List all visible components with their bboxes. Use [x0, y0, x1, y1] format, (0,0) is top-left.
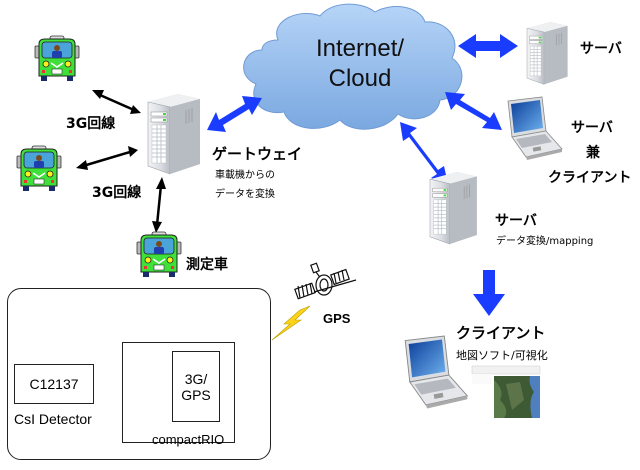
map-screenshot-icon: [471, 365, 541, 418]
link-label-bus2: 3G回線: [92, 185, 142, 201]
link-label-bus1: 3G回線: [66, 116, 116, 132]
bus-icon-1: [34, 35, 80, 82]
compactrio-label: compactRIO: [152, 432, 225, 447]
server-client-line1: サーバ: [571, 120, 613, 136]
arrow-cloud-server-top: [458, 34, 518, 58]
module-label-line1: 3G/: [184, 370, 208, 387]
arrow-cloud-server-mapping: [400, 122, 448, 184]
gateway-desc-line1: 車載機からの: [215, 170, 275, 181]
gateway-desc-line2: データを変換: [215, 189, 275, 200]
signal-bolt-icon: [271, 305, 311, 341]
3g-gps-module-box: 3G/ GPS: [172, 351, 220, 422]
client-title: クライアント: [456, 324, 546, 342]
server-mapping-title: サーバ: [495, 213, 537, 229]
measurement-vehicle-label: 測定車: [186, 257, 228, 273]
detector-chip-box: C12137: [14, 364, 94, 404]
detector-chip-label: C12137: [29, 376, 79, 392]
gps-label: GPS: [323, 311, 351, 326]
arrow-cloud-laptop: [445, 92, 502, 130]
server-mapping-icon: [429, 171, 478, 245]
arrow-bus1-gateway: [92, 90, 141, 114]
laptop-icon-server-client: [507, 96, 563, 161]
cloud-label-line1: Internet/: [315, 35, 405, 62]
arrow-bus2-gateway: [76, 146, 138, 170]
cloud-label-line2: Cloud: [328, 65, 392, 92]
arrow-down-client: [473, 270, 505, 316]
server-mapping-desc: データ変換/mapping: [496, 236, 594, 247]
blue-arrows: [207, 34, 518, 316]
bus-icon-2: [16, 145, 62, 192]
server-top-icon: [526, 21, 568, 85]
server-client-line3: クライアント: [548, 170, 632, 186]
measurement-vehicle-icon: [136, 231, 182, 278]
client-desc: 地図ソフト/可視化: [456, 349, 548, 362]
server-client-line2: 兼: [586, 145, 600, 161]
gateway-server-icon: [147, 93, 201, 175]
satellite-icon: [294, 262, 357, 300]
arrow-gateway-vehicle: [152, 177, 166, 233]
csi-detector-label: CsI Detector: [14, 411, 92, 427]
cloud-label: Internet/ Cloud: [300, 34, 420, 94]
module-label-line2: GPS: [181, 386, 211, 403]
server-top-label: サーバ: [580, 41, 622, 57]
gateway-title: ゲートウェイ: [212, 145, 303, 163]
black-arrows: [76, 90, 166, 233]
cloud-icon: [243, 3, 463, 130]
arrow-gateway-cloud: [207, 96, 262, 132]
